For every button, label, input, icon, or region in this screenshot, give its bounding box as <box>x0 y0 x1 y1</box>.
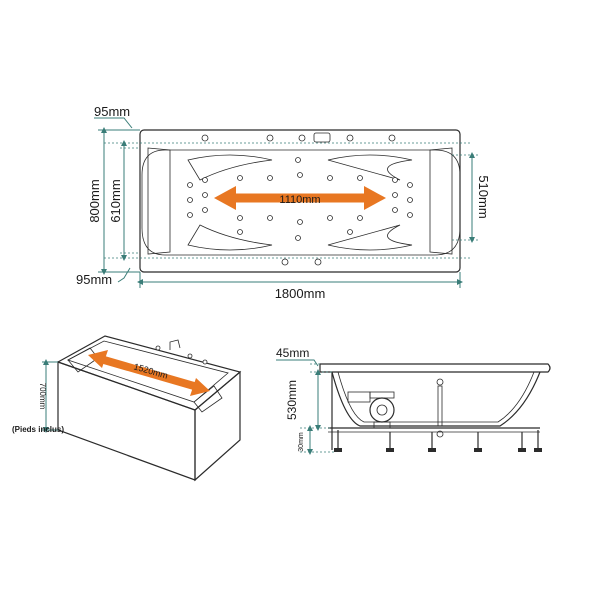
faucet-icon <box>169 339 181 350</box>
feet-included-note: (Pieds inclus) <box>12 425 64 434</box>
length-label: 1800mm <box>275 286 326 301</box>
inner-width-label: 610mm <box>108 179 123 222</box>
rim-fitting <box>314 258 322 266</box>
side-rim-label: 45mm <box>276 346 309 360</box>
rim-control-panel <box>313 132 331 143</box>
foot <box>428 448 436 452</box>
seat-upper-left <box>187 154 273 181</box>
perspective-view: 1520mm 700mm (Pieds inclus) <box>12 335 242 482</box>
rim-fitting <box>388 134 396 142</box>
tub-rim-side <box>319 363 551 373</box>
foot <box>334 448 342 452</box>
tub-shell-side <box>331 371 541 427</box>
rim-fitting <box>202 359 208 365</box>
foot <box>474 448 482 452</box>
pump-icon <box>347 391 395 429</box>
headrest-width-label: 510mm <box>476 175 491 218</box>
heater-column-icon <box>436 378 444 438</box>
headrest-right <box>429 147 453 255</box>
side-feet-label: 30mm <box>298 432 305 452</box>
rim-top-label: 95mm <box>94 104 130 119</box>
tub-inner-basin <box>141 149 461 256</box>
seat-lower-right <box>327 224 413 251</box>
height-label: 700mm <box>38 383 47 410</box>
rim-fitting <box>155 345 161 351</box>
overall-width-label: 800mm <box>87 179 102 222</box>
jet-array <box>187 157 413 241</box>
foot <box>534 448 542 452</box>
rim-fitting <box>201 134 209 142</box>
rim-fitting <box>281 258 289 266</box>
rim-bottom-label: 95mm <box>76 272 112 287</box>
inner-length-arrow <box>214 186 386 210</box>
side-depth-label: 530mm <box>285 380 299 420</box>
seat-lower-left <box>187 224 273 251</box>
foot <box>386 448 394 452</box>
foot <box>518 448 526 452</box>
seat-upper-right <box>327 154 413 181</box>
tub-side-face <box>194 370 241 482</box>
rim-fitting <box>346 134 354 142</box>
headrest-left <box>147 147 171 255</box>
rim-fitting <box>298 134 306 142</box>
perspective-length-label: 1520mm <box>133 361 169 380</box>
top-view: 1110mm 95mm 95mm 800mm 610mm 510mm 1800m… <box>76 104 491 301</box>
inner-length-label: 1110mm <box>279 194 320 206</box>
rim-fitting <box>187 353 193 359</box>
side-view: 45mm 530mm 30mm <box>276 346 551 455</box>
rim-fitting <box>266 134 274 142</box>
perspective-length-arrow <box>88 350 210 396</box>
